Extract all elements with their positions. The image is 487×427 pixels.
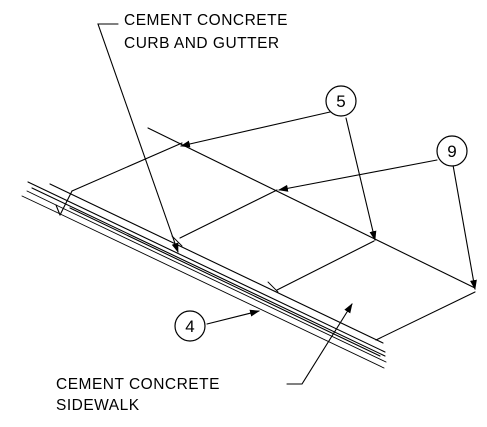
curb-line-back <box>49 183 384 344</box>
sidewalk-leader <box>286 303 353 385</box>
callout-9-arrow-right <box>452 164 477 290</box>
curb-line-front <box>69 207 381 357</box>
callout-5-number: 5 <box>336 92 345 111</box>
curb-line-1 <box>27 181 386 353</box>
callout-9-leaders <box>278 159 477 290</box>
sidewalk-label-line2: SIDEWALK <box>56 397 140 414</box>
curb-end-joint <box>55 204 61 216</box>
transverse-joint-1 <box>179 189 278 239</box>
sidewalk-back-edge <box>147 127 476 289</box>
sidewalk-edge-right <box>375 291 476 341</box>
curb-gutter-arrow <box>97 23 179 253</box>
callout-5-arrow-right <box>345 117 377 241</box>
curb-joint-tick-1 <box>171 235 183 247</box>
sidewalk-label-line1: CEMENT CONCRETE <box>56 376 220 393</box>
curb-and-gutter-lines <box>21 181 387 369</box>
sidewalk-edge-left <box>71 142 183 192</box>
curb-end-joint-2 <box>59 190 73 216</box>
curb-gutter-label-line1: CEMENT CONCRETE <box>124 12 288 29</box>
callout-4-arrow <box>206 309 260 325</box>
curb-line-2 <box>31 187 386 357</box>
curb-line-4a <box>21 195 57 213</box>
callout-bubble-5: 5 <box>325 85 357 117</box>
curb-gutter-leader <box>97 23 179 253</box>
sidewalk-panels <box>71 127 476 341</box>
callout-4-leader <box>206 309 260 325</box>
curb-line-3a <box>26 190 57 206</box>
callout-5-leaders <box>180 111 377 241</box>
sidewalk-arrow <box>286 303 353 385</box>
transverse-joint-2 <box>276 240 375 291</box>
callout-bubble-4: 4 <box>174 310 206 342</box>
curb-gutter-label-line2: CURB AND GUTTER <box>124 35 280 52</box>
curb-line-3 <box>55 204 387 363</box>
callout-4-number: 4 <box>185 317 194 336</box>
curb-line-4 <box>55 211 385 369</box>
callout-bubble-9: 9 <box>436 135 468 167</box>
callout-5-arrow-left <box>180 111 331 148</box>
callout-9-number: 9 <box>447 142 456 161</box>
curb-joint-tick-2 <box>267 281 279 293</box>
callout-9-arrow-left <box>278 159 438 192</box>
